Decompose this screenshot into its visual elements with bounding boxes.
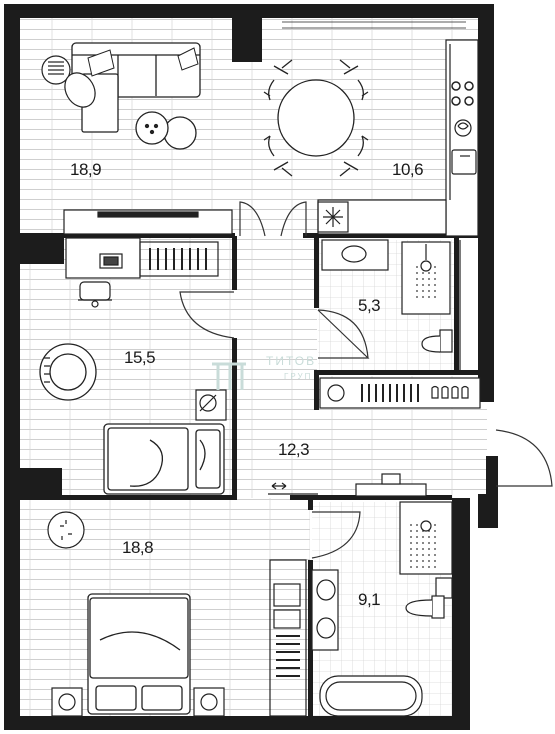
bathroom-small-fixtures	[321, 239, 461, 370]
watermark-sub: ГРУП	[284, 372, 313, 381]
dining-table	[263, 59, 369, 177]
hob-icon	[451, 81, 474, 106]
area-label-bedroom-2: 18,8	[122, 538, 154, 557]
oven-icon	[454, 119, 472, 137]
fridge-icon	[317, 201, 349, 233]
sofa	[71, 42, 201, 133]
area-label-bathroom-large: 9,1	[358, 590, 381, 609]
lamp-icon	[195, 389, 227, 421]
radiator-2	[269, 559, 307, 717]
console-table	[268, 473, 427, 497]
ceiling-light-icon	[47, 511, 85, 549]
watermark-brand: ТИТОВ	[266, 354, 317, 368]
bathroom-large-fixtures	[311, 501, 453, 717]
bed-2	[87, 593, 191, 715]
sink-icon	[451, 149, 477, 175]
kitchen-counter	[282, 21, 479, 237]
doors	[179, 201, 553, 559]
watermark-logo	[212, 362, 246, 390]
area-label-living: 18,9	[70, 160, 102, 179]
bed-1	[103, 423, 225, 495]
bedside-lamps	[51, 687, 225, 717]
area-label-kitchen: 10,6	[392, 160, 424, 179]
wardrobe	[319, 377, 481, 409]
tv-stand	[63, 209, 233, 235]
radiator	[139, 241, 219, 277]
armchair	[39, 343, 97, 401]
walls	[4, 4, 498, 730]
poufs	[135, 111, 197, 150]
desk	[65, 237, 141, 308]
area-label-bedroom-1: 15,5	[124, 348, 156, 367]
area-label-bathroom-small: 5,3	[358, 296, 381, 315]
armchair-round	[41, 55, 96, 108]
area-label-hall: 12,3	[278, 440, 310, 459]
